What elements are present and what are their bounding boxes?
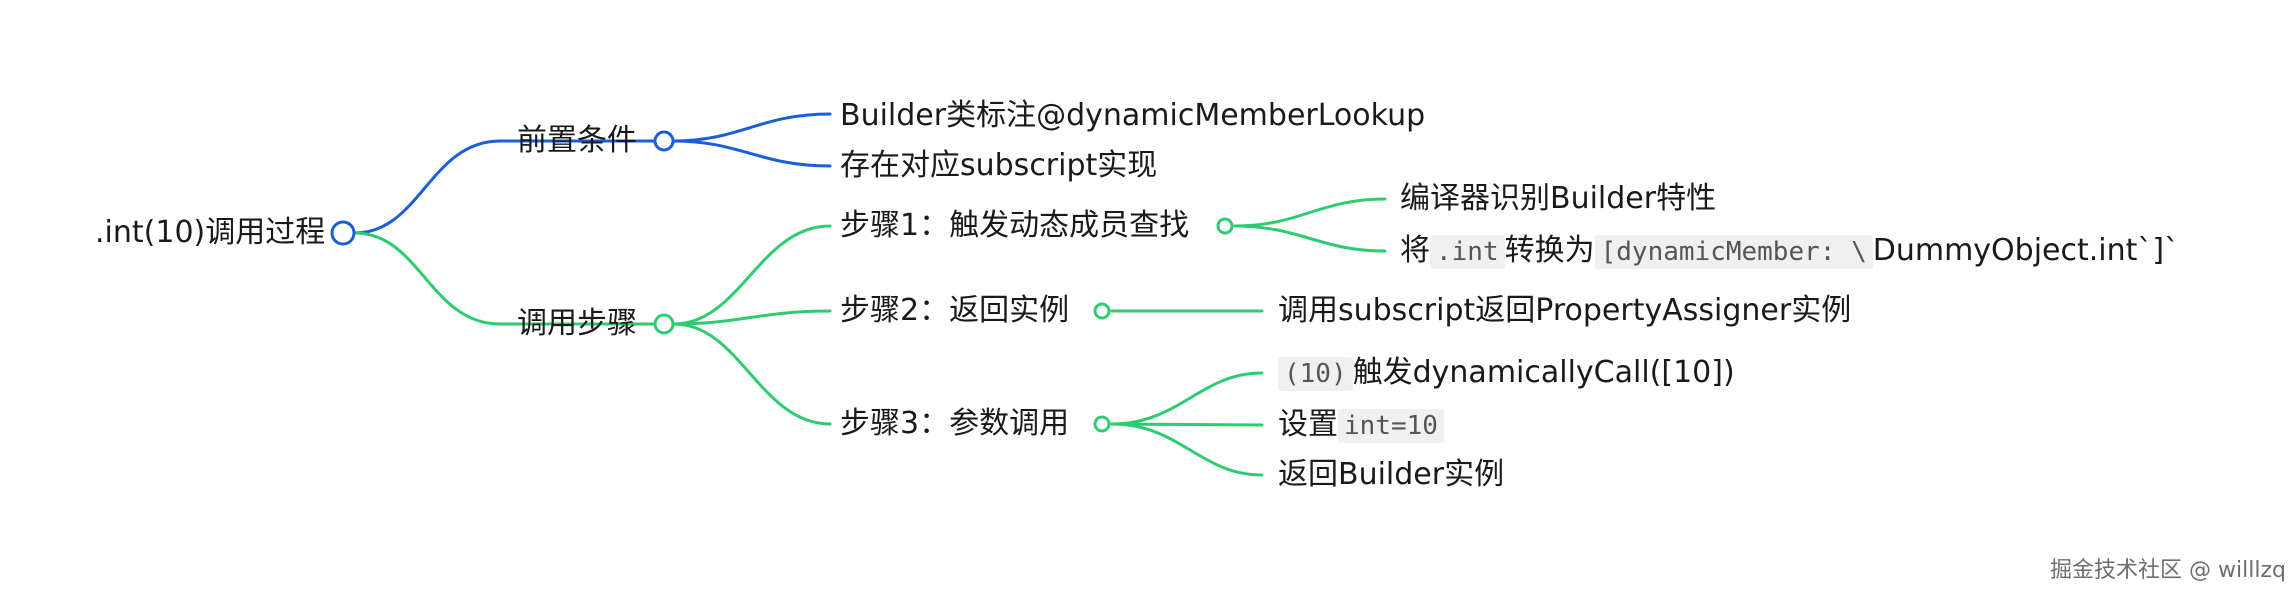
step3-child-3[interactable]: 返回Builder实例 (1278, 457, 1505, 492)
step2-node[interactable]: 步骤2：返回实例 (840, 293, 1070, 328)
root-node[interactable]: .int(10)调用过程 (95, 215, 326, 250)
step2-collapse-circle (1093, 302, 1111, 320)
edge-root-precondition (353, 139, 502, 235)
edge-steps-2 (672, 309, 832, 326)
step3-child-2-text: 设置 (1278, 407, 1338, 442)
edge-s3-2 (1110, 422, 1264, 427)
edge-steps-3 (672, 322, 832, 426)
step3-collapse-circle (1093, 415, 1111, 433)
step3-child-1-text: 触发dynamicallyCall([10]) (1352, 355, 1735, 390)
code-dot-int: .int (1430, 235, 1505, 269)
step1-child-2-mid: 转换为 (1504, 233, 1595, 268)
edge-pre-1 (672, 112, 832, 143)
branch-steps[interactable]: 调用步骤 (517, 306, 637, 341)
root-collapse-circle (330, 220, 356, 246)
edge-steps-1 (672, 224, 832, 326)
step2-child-1[interactable]: 调用subscript返回PropertyAssigner实例 (1278, 293, 1852, 328)
edge-s1-2 (1233, 224, 1387, 253)
step1-child-2-suffix: DummyObject.int`]` (1872, 233, 2180, 268)
step1-node[interactable]: 步骤1：触发动态成员查找 (840, 208, 1190, 243)
precondition-item-2[interactable]: 存在对应subscript实现 (840, 148, 1158, 183)
step3-child-1[interactable]: (10)触发dynamicallyCall([10]) (1278, 353, 1735, 394)
branch-precondition[interactable]: 前置条件 (517, 123, 637, 158)
step1-child-2-prefix: 将 (1400, 233, 1430, 268)
edge-root-steps (353, 231, 502, 326)
code-int-10: int=10 (1338, 409, 1444, 443)
precondition-item-1[interactable]: Builder类标注@dynamicMemberLookup (840, 98, 1426, 133)
edge-s3-3 (1110, 422, 1264, 477)
steps-collapse-circle (653, 313, 675, 335)
edge-s3-1 (1110, 371, 1264, 426)
precondition-collapse-circle (653, 130, 675, 152)
edge-s1-1 (1233, 197, 1387, 228)
step1-child-1[interactable]: 编译器识别Builder特性 (1400, 181, 1717, 216)
step3-node[interactable]: 步骤3：参数调用 (840, 406, 1070, 441)
step1-collapse-circle (1216, 217, 1234, 235)
watermark: 掘金技术社区 @ willlzq (2050, 558, 2286, 583)
code-dynamic-member: [dynamicMember: \ (1594, 235, 1873, 269)
edge-pre-2 (672, 139, 832, 168)
code-args-10: (10) (1278, 357, 1353, 391)
